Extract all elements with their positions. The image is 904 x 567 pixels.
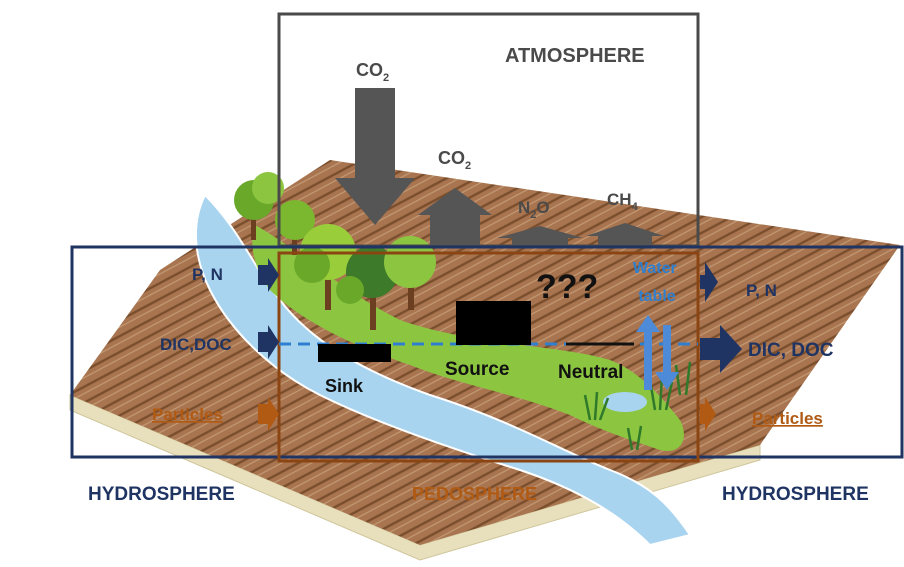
co2-in-label: CO2 bbox=[356, 60, 389, 84]
outflow-carbon-label: DIC, DOC bbox=[748, 340, 834, 361]
inflow-particles-label: Particles bbox=[152, 405, 223, 424]
unknown-label: ??? bbox=[536, 268, 598, 306]
inflow-nutrients-label: P, N bbox=[192, 265, 223, 284]
sink-label: Sink bbox=[325, 376, 364, 396]
outflow-nutrients-label: P, N bbox=[746, 281, 777, 300]
gas-arrows bbox=[335, 88, 664, 245]
inflow-particles-arrow bbox=[258, 397, 279, 431]
outflow-arrows bbox=[700, 262, 742, 431]
co2-out-arrow bbox=[418, 188, 492, 245]
outflow-nutrients-arrow bbox=[700, 262, 718, 302]
outflow-particles-arrow bbox=[700, 397, 716, 431]
water-table-label: Water table bbox=[633, 260, 681, 305]
inflow-nutrients-arrow bbox=[258, 258, 279, 292]
sink-marker bbox=[318, 344, 391, 362]
pedosphere-label: PEDOSPHERE bbox=[412, 484, 537, 504]
outflow-carbon-arrow bbox=[700, 325, 742, 373]
co2-in-arrow bbox=[335, 88, 415, 225]
ch4-label: CH4 bbox=[607, 190, 639, 213]
inflow-carbon-arrow bbox=[258, 325, 279, 359]
pedosphere-box bbox=[277, 251, 700, 463]
atmosphere-title: ATMOSPHERE bbox=[505, 45, 645, 67]
hydrosphere-box bbox=[70, 245, 904, 459]
neutral-label: Neutral bbox=[558, 362, 623, 383]
pond bbox=[603, 392, 647, 412]
water-table-down-arrow bbox=[655, 325, 679, 390]
outflow-particles-label: Particles bbox=[752, 409, 823, 428]
source-label: Source bbox=[445, 359, 509, 380]
n2o-arrow bbox=[497, 226, 583, 245]
water-table-up-arrow bbox=[636, 315, 660, 390]
n2o-label: N2O bbox=[518, 198, 550, 221]
inflow-arrows bbox=[258, 258, 279, 431]
water-table-arrows bbox=[636, 315, 679, 390]
hydrosphere-left-label: HYDROSPHERE bbox=[88, 484, 235, 505]
source-marker bbox=[456, 301, 531, 345]
hydrosphere-right-label: HYDROSPHERE bbox=[722, 484, 869, 505]
co2-out-label: CO2 bbox=[438, 148, 471, 172]
inflow-carbon-label: DIC,DOC bbox=[160, 335, 232, 354]
ch4-arrow bbox=[586, 223, 664, 245]
